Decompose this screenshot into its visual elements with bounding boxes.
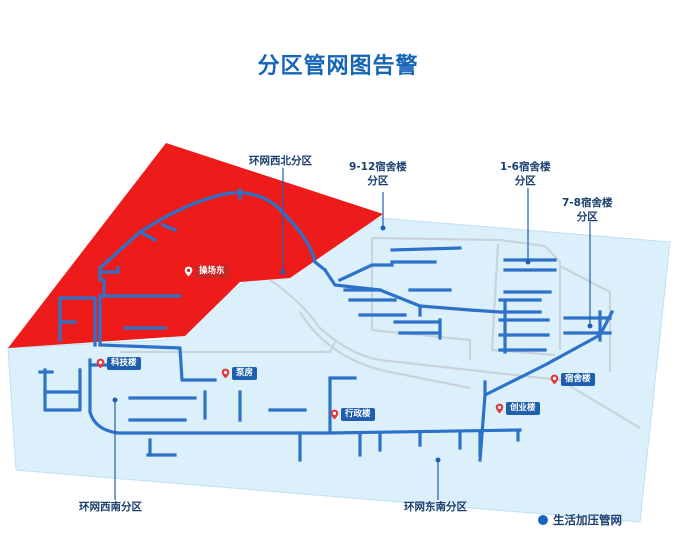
building-label: 泵房 xyxy=(232,367,258,380)
zone-label-dorm-9-12[interactable]: 9-12宿舍楼 分区 xyxy=(349,160,407,188)
location-pin-icon xyxy=(96,358,105,369)
zone-label-dorm-7-8[interactable]: 7-8宿舍楼 分区 xyxy=(562,196,612,224)
location-pin-icon xyxy=(330,409,339,420)
legend: 生活加压管网 xyxy=(538,512,622,528)
zone-label-dorm-7-8-line1: 7-8宿舍楼 xyxy=(562,197,613,209)
leader-lines xyxy=(114,168,591,500)
location-pin-icon xyxy=(221,368,230,379)
building-label: 科技楼 xyxy=(107,357,141,370)
zone-label-dorm-7-8-line2: 分区 xyxy=(576,211,598,223)
zone-label-southwest[interactable]: 环网西南分区 xyxy=(79,501,142,513)
zone-label-dorm-9-12-line1: 9-12宿舍楼 xyxy=(349,161,407,173)
building-label: 宿舍楼 xyxy=(561,373,595,386)
location-pin-icon xyxy=(184,266,193,277)
building-label: 行政楼 xyxy=(341,408,375,421)
legend-dot-icon xyxy=(538,515,548,525)
building-entrepreneurship[interactable]: 创业楼 xyxy=(495,402,540,415)
zone-label-northwest[interactable]: 环网西北分区 xyxy=(249,155,312,167)
pressurized-pipe-network xyxy=(38,188,615,462)
location-pin-icon xyxy=(550,374,559,385)
building-label: 操场东 xyxy=(195,265,229,278)
leader-dots xyxy=(112,225,593,463)
building-label: 创业楼 xyxy=(506,402,540,415)
zone-label-dorm-1-6[interactable]: 1-6宿舍楼 分区 xyxy=(500,160,550,188)
road-lines xyxy=(120,236,641,429)
location-pin-icon xyxy=(495,403,504,414)
building-admin[interactable]: 行政楼 xyxy=(330,408,375,421)
page-title: 分区管网图告警 xyxy=(257,54,419,79)
building-pump-room[interactable]: 泵房 xyxy=(221,367,258,380)
legend-label: 生活加压管网 xyxy=(553,513,622,527)
zone-label-southeast[interactable]: 环网东南分区 xyxy=(404,501,467,513)
zone-label-dorm-9-12-line2: 分区 xyxy=(367,175,389,187)
building-science[interactable]: 科技楼 xyxy=(96,357,141,370)
zone-label-dorm-1-6-line1: 1-6宿舍楼 xyxy=(500,161,551,173)
building-dormitory[interactable]: 宿舍楼 xyxy=(550,373,595,386)
building-playground-east[interactable]: 操场东 xyxy=(184,265,229,278)
zone-label-dorm-1-6-line2: 分区 xyxy=(514,175,536,187)
